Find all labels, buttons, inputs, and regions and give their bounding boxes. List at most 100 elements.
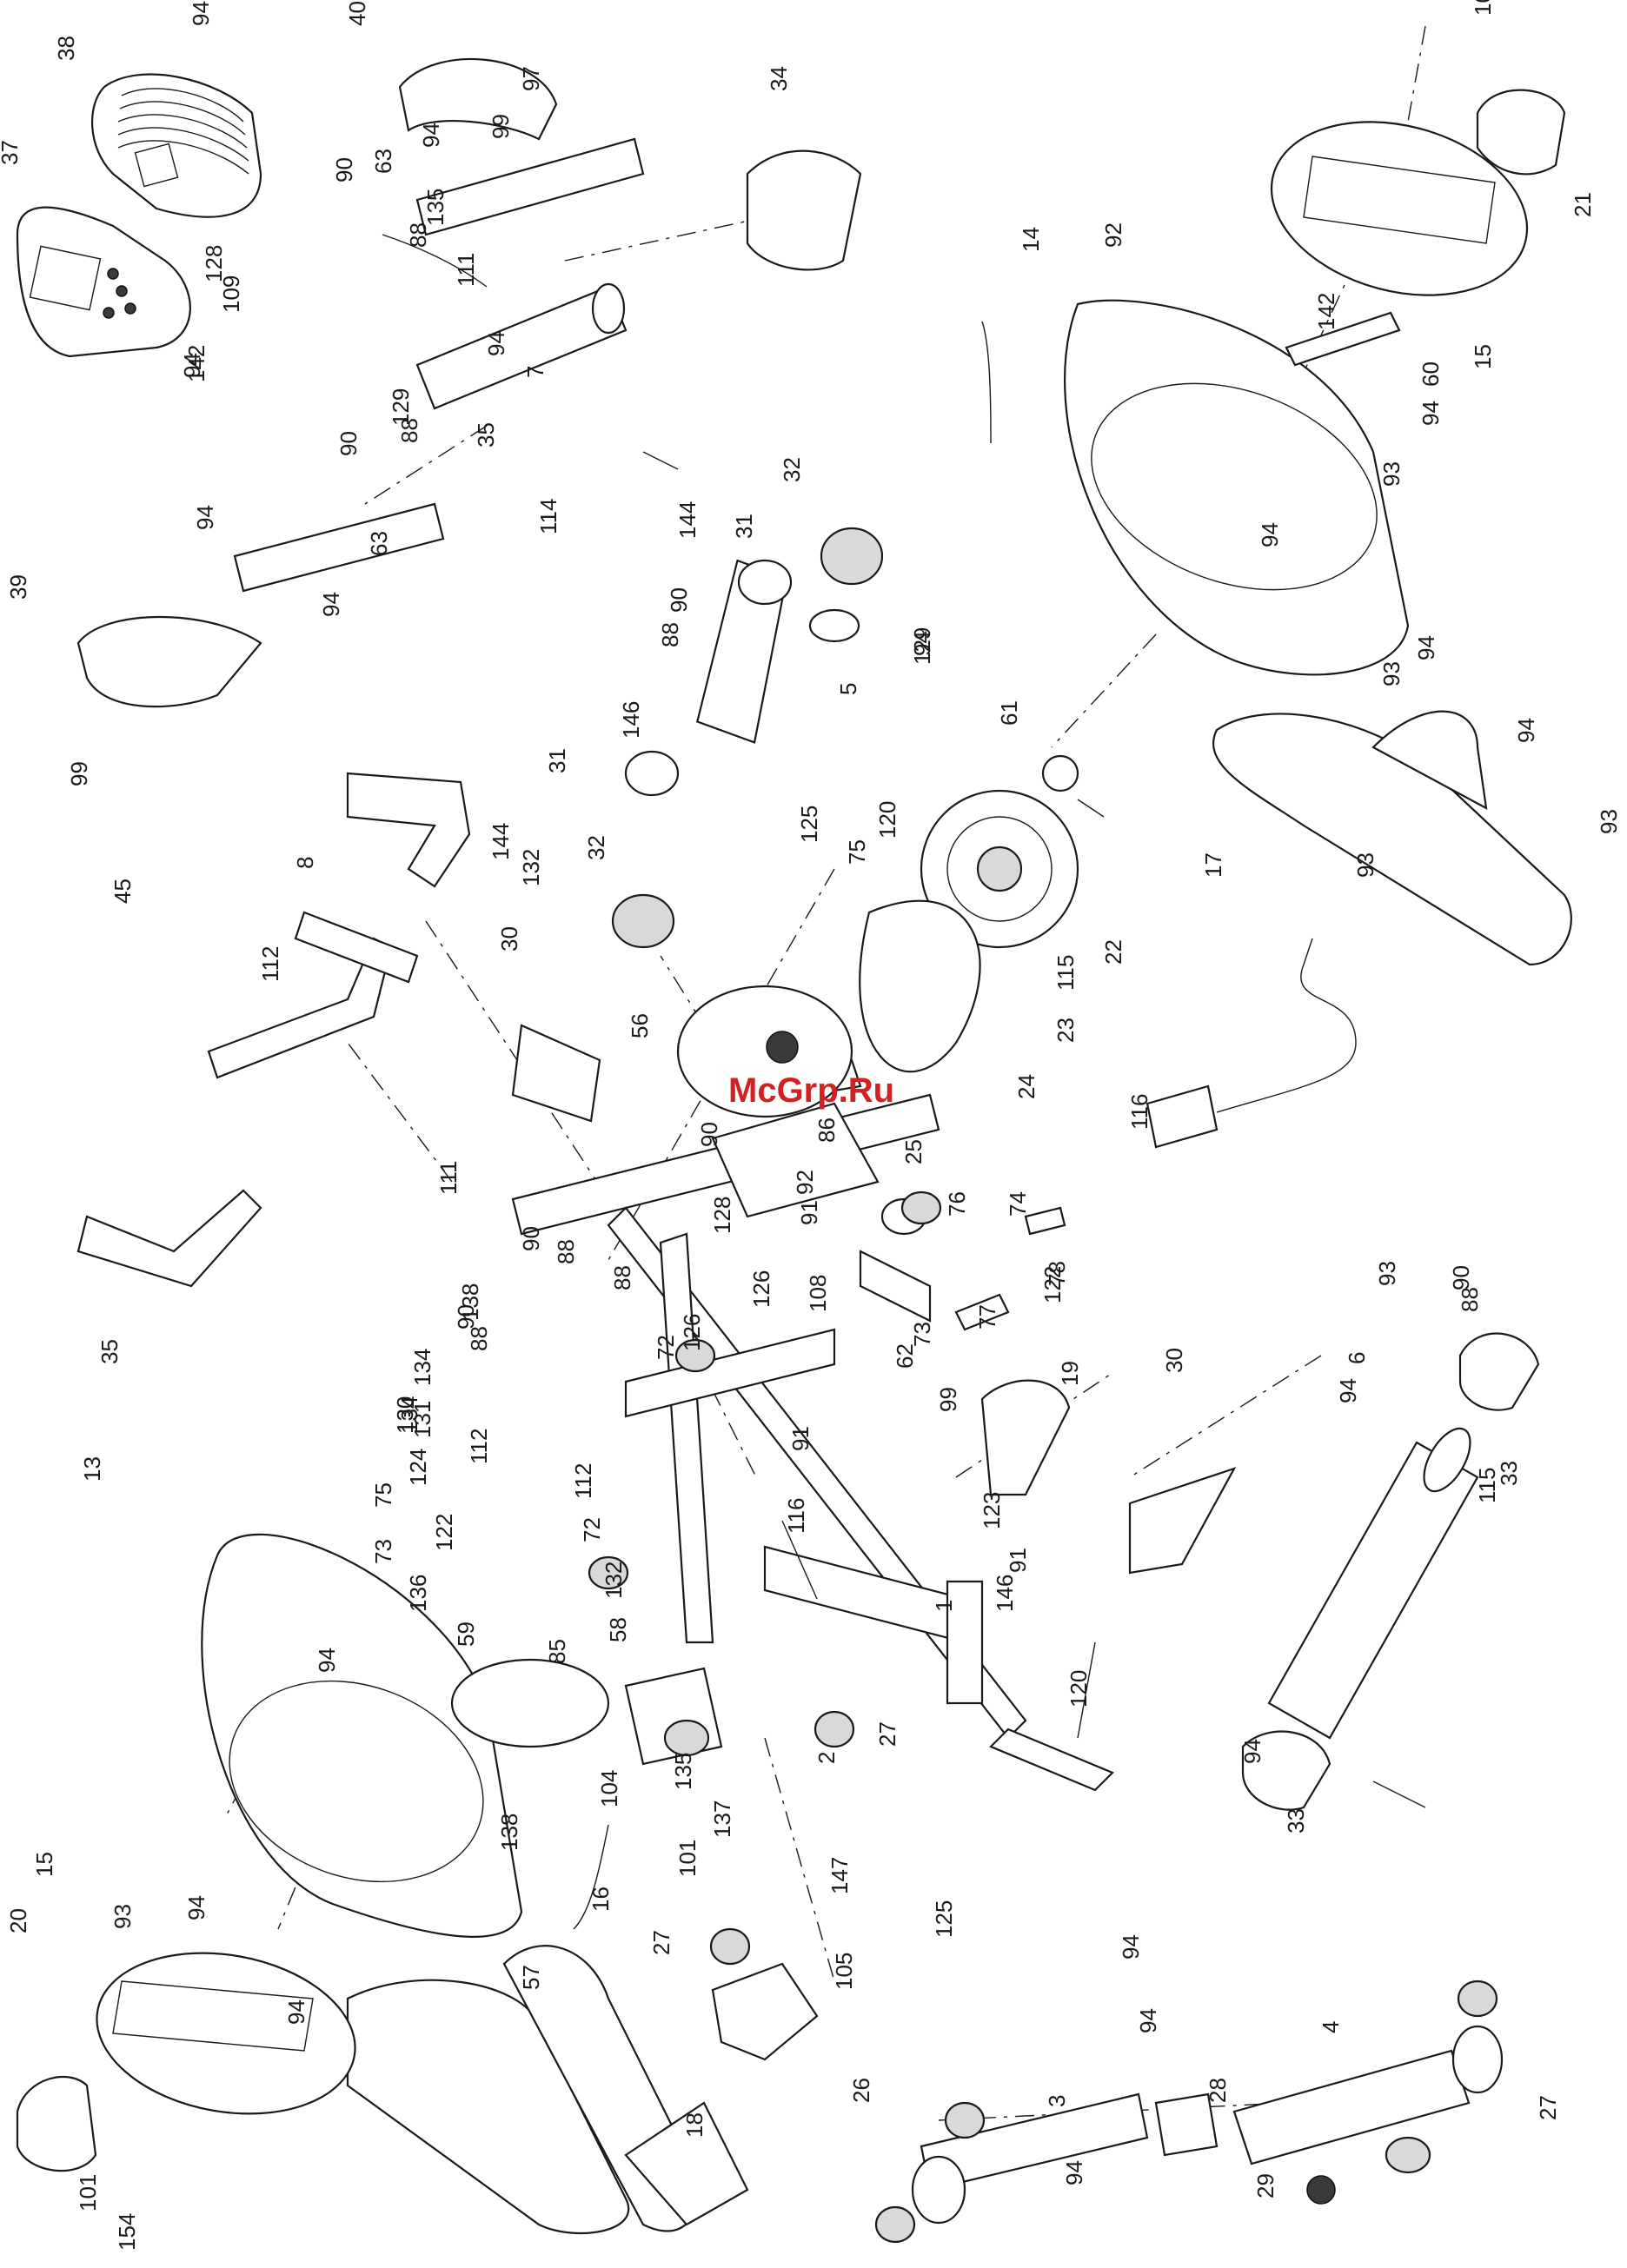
part-number-label: 97 — [518, 66, 544, 91]
cap-33-upper — [1458, 1332, 1540, 1411]
part-number-label: 35 — [96, 1339, 123, 1364]
belt-24 — [859, 899, 981, 1073]
part-number-label: 88 — [405, 222, 431, 248]
adapter-133 — [1146, 938, 1357, 1149]
part-number-label: 31 — [544, 748, 570, 773]
bracket-63-upper — [415, 137, 645, 236]
part-number-label: 38 — [53, 36, 79, 61]
part-number-label: 21 — [1570, 192, 1596, 217]
part-number-label: 90 — [696, 1122, 722, 1147]
part-number-label: 101 — [674, 1840, 701, 1877]
main-frame — [511, 1058, 1114, 1792]
pedal-arm-15-left — [96, 1952, 356, 2115]
part-number-label: 40 — [344, 1, 370, 26]
flywheel-56 — [676, 985, 853, 1118]
part-number-label: 93 — [1374, 1261, 1400, 1286]
right-shroud-14 — [1064, 299, 1410, 676]
part-number-label: 131 — [409, 1401, 435, 1438]
plate-18 — [624, 2101, 749, 2226]
part-number-label: 94 — [1239, 1739, 1265, 1764]
part-number-label: 8 — [292, 857, 318, 869]
part-number-label: 90 — [453, 1304, 479, 1330]
part-number-label: 20 — [5, 1908, 31, 1933]
part-number-label: 31 — [731, 514, 757, 539]
end-cap-31-upper — [737, 559, 793, 606]
part-number-label: 34 — [766, 66, 792, 91]
bracket-63-lower — [233, 502, 445, 593]
part-number-label: 135 — [670, 1753, 696, 1790]
fasteners — [642, 451, 1426, 1808]
part-number-label: 125 — [931, 1900, 957, 1938]
part-number-label: 120 — [874, 801, 900, 839]
part-number-label: 94 — [418, 123, 444, 148]
part-number-label: 128 — [709, 1197, 735, 1234]
console-back-cover — [90, 73, 262, 218]
part-number-label: 129 — [388, 388, 414, 426]
foot-32-lower — [611, 893, 675, 949]
foot-32-upper — [820, 527, 884, 586]
part-number-label: 73 — [909, 1322, 935, 1347]
part-number-label: 4 — [1318, 2021, 1344, 2033]
upright-tube — [415, 282, 628, 410]
part-number-label: 129 — [909, 627, 935, 665]
part-number-label: 2 — [814, 1752, 840, 1764]
bracket-30-lower — [1128, 1467, 1237, 1575]
part-number-label: 90 — [1448, 1265, 1474, 1290]
part-number-label: 35 — [473, 422, 499, 448]
part-number-label: 105 — [831, 1953, 857, 1990]
part-number-label: 92 — [1100, 222, 1126, 248]
part-number-label: 111 — [435, 1160, 462, 1195]
part-number-label: 94 — [179, 353, 205, 378]
part-number-label: 75 — [370, 1482, 396, 1508]
part-number-label: 94 — [1418, 401, 1444, 426]
drive-wheel-22 — [920, 789, 1079, 949]
part-number-label: 57 — [518, 1965, 544, 1990]
part-number-label: 137 — [709, 1800, 735, 1838]
pedal-arm-15-right — [1270, 121, 1529, 296]
grip-35-upper — [346, 772, 471, 888]
part-number-label: 23 — [1053, 1018, 1079, 1043]
part-number-label: 90 — [518, 1226, 544, 1251]
part-number-label: 59 — [453, 1621, 479, 1647]
part-number-label: 135 — [422, 189, 448, 226]
part-number-label: 77 — [974, 1304, 1000, 1330]
part-number-label: 86 — [814, 1117, 840, 1143]
pedal-20 — [16, 2075, 97, 2172]
knob-29 — [1306, 2175, 1336, 2205]
part-number-label: 7 — [522, 366, 548, 378]
part-number-label: 88 — [553, 1239, 579, 1264]
bracket-19 — [980, 1379, 1071, 1496]
part-number-label: 76 — [944, 1191, 970, 1217]
tension-parts — [859, 1197, 1066, 1331]
part-number-label: 74 — [1005, 1191, 1031, 1217]
part-number-label: 22 — [1100, 939, 1126, 965]
left-shroud-13 — [201, 1533, 523, 1938]
crank-arm-60 — [1285, 311, 1401, 367]
part-number-label: 125 — [796, 806, 822, 843]
part-number-label: 93 — [1378, 461, 1405, 487]
part-number-label: 134 — [396, 1396, 422, 1434]
part-number-label: 112 — [466, 1429, 492, 1464]
part-number-label: 123 — [979, 1492, 1005, 1529]
part-number-label: 90 — [331, 157, 357, 182]
part-number-label: 25 — [900, 1139, 926, 1164]
part-number-label: 154 — [114, 2213, 140, 2251]
part-number-label: 88 — [396, 418, 422, 443]
part-number-label: 91 — [787, 1426, 814, 1451]
part-number-label: 94 — [909, 631, 935, 656]
part-number-label: 94 — [1061, 2160, 1087, 2185]
part-number-label: 93 — [1352, 852, 1378, 878]
part-number-label: 16 — [588, 1887, 614, 1912]
part-number-label: 92 — [792, 1170, 818, 1195]
part-number-label: 124 — [405, 1449, 431, 1486]
part-number-label: 14 — [1018, 227, 1044, 252]
part-number-label: 126 — [748, 1270, 774, 1308]
part-number-label: 115 — [1053, 955, 1079, 991]
part-number-label: 33 — [1283, 1808, 1309, 1834]
part-number-label: 146 — [618, 701, 644, 739]
bearings — [588, 1190, 942, 1590]
part-number-label: 93 — [1596, 809, 1622, 834]
cap-39 — [76, 615, 262, 708]
part-number-label: 15 — [1470, 344, 1496, 369]
part-number-label: 94 — [1135, 2008, 1161, 2033]
